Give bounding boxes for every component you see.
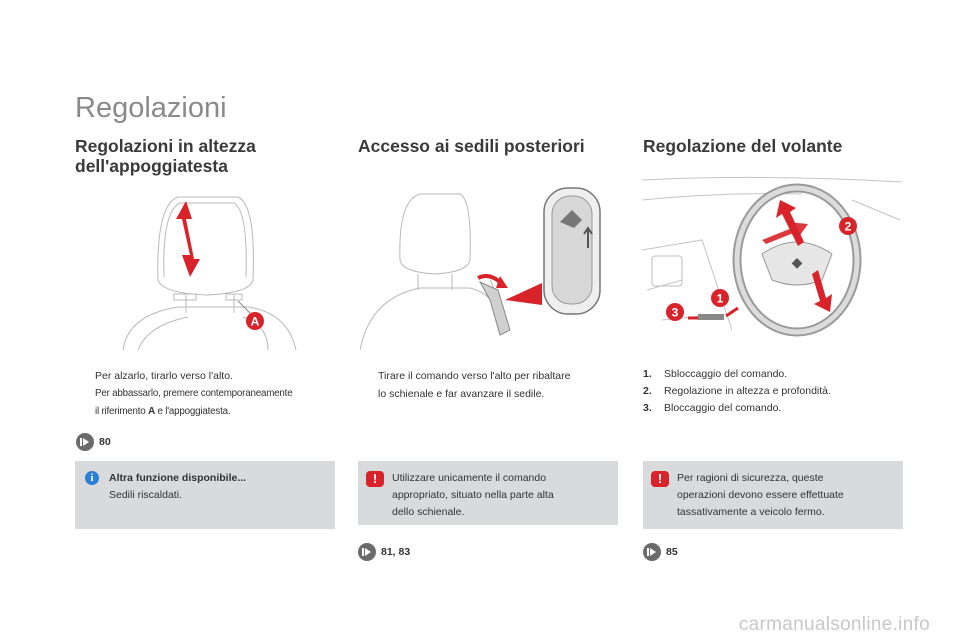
step-number: 3.	[643, 402, 652, 414]
page-ref-link[interactable]: 85	[643, 543, 678, 561]
step-text: Bloccaggio del comando.	[664, 402, 782, 414]
headrest-illustration: A	[122, 196, 297, 350]
page-ref-number: 81, 83	[381, 546, 411, 558]
page-ref-arrow-icon	[643, 543, 661, 561]
page-ref-number: 80	[99, 436, 111, 448]
bullet-text: Per abbassarlo, premere contemporaneamen…	[95, 385, 293, 421]
note-line: dello schienale.	[392, 506, 465, 518]
reference-a: A	[148, 406, 155, 417]
info-icon: i	[85, 471, 99, 485]
headrest-instructions: Per alzarlo, tirarlo verso l'alto. Per a…	[75, 367, 340, 421]
step-text: Sbloccaggio del comando.	[664, 368, 788, 380]
note-line: appropriato, situato nella parte alta	[392, 489, 554, 501]
warning-note: ! Utilizzare unicamente il comando appro…	[358, 461, 618, 525]
heading-line: dell'appoggiatesta	[75, 156, 228, 176]
label-1: 1	[717, 292, 724, 306]
page-ref-arrow-icon	[358, 543, 376, 561]
warning-icon: !	[651, 471, 669, 487]
list-item: Per abbassarlo, premere contemporaneamen…	[75, 385, 340, 421]
page-ref-link[interactable]: 81, 83	[358, 543, 410, 561]
page-ref-link[interactable]: 80	[76, 433, 111, 451]
list-item: 2. Regolazione in altezza e profondità.	[643, 383, 903, 400]
heading-line: Regolazioni in altezza	[75, 136, 256, 156]
watermark: carmanualsonline.info	[738, 614, 930, 635]
list-item: Per alzarlo, tirarlo verso l'alto.	[75, 367, 340, 385]
bullet-marker	[358, 367, 378, 403]
note-line: Utilizzare unicamente il comando	[392, 472, 547, 484]
bullet-text-part: Tirare il comando verso l'alto per ribal…	[378, 370, 571, 382]
note-line: operazioni devono essere effettuate	[677, 489, 844, 501]
info-note: i Altra funzione disponibile... Sedili r…	[75, 461, 335, 529]
section-heading-rear-seats: Accesso ai sedili posteriori	[358, 136, 585, 156]
section-heading-headrest: Regolazioni in altezza dell'appoggiatest…	[75, 136, 256, 176]
warning-note: ! Per ragioni di sicurezza, queste opera…	[643, 461, 903, 529]
up-down-arrow-icon	[176, 201, 200, 277]
steering-wheel-illustration: ◆ 2 1 3	[642, 176, 903, 337]
bullet-marker	[75, 385, 95, 421]
note-line: tassativamente a veicolo fermo.	[677, 506, 825, 518]
page-ref-arrow-icon	[76, 433, 94, 451]
label-a-marker	[246, 312, 264, 330]
section-heading-steering: Regolazione del volante	[643, 136, 843, 156]
bullet-text-part: Per abbassarlo, premere contemporaneamen…	[95, 388, 293, 399]
bullet-text: Per alzarlo, tirarlo verso l'alto.	[95, 370, 233, 382]
step-number: 2.	[643, 385, 652, 397]
label-a: A	[251, 315, 260, 329]
list-item: Tirare il comando verso l'alto per ribal…	[358, 367, 623, 403]
bullet-text-part: lo schienale e far avanzare il sedile.	[378, 388, 545, 400]
warning-icon: !	[366, 471, 384, 487]
steering-steps: 1. Sbloccaggio del comando. 2. Regolazione…	[643, 366, 903, 417]
note-body: Sedili riscaldati.	[109, 489, 182, 501]
note-line: Per ragioni di sicurezza, queste	[677, 472, 824, 484]
bullet-marker	[75, 367, 95, 385]
svg-text:◆: ◆	[792, 254, 803, 270]
bullet-text-part: il riferimento	[95, 406, 149, 417]
step-number: 1.	[643, 368, 652, 380]
label-2: 2	[845, 220, 852, 234]
list-item: 1. Sbloccaggio del comando.	[643, 366, 903, 383]
page-title: Regolazioni	[75, 92, 227, 124]
seat-release-illustration	[360, 187, 601, 350]
list-item: 3. Bloccaggio del comando.	[643, 400, 903, 417]
step-text: Regolazione in altezza e profondità.	[664, 385, 831, 397]
bullet-text: Tirare il comando verso l'alto per ribal…	[378, 367, 570, 403]
note-title: Altra funzione disponibile...	[109, 472, 247, 484]
label-3: 3	[672, 306, 679, 320]
page-ref-number: 85	[666, 546, 678, 558]
bullet-text-part: e l'appoggiatesta.	[154, 406, 231, 417]
rear-access-instructions: Tirare il comando verso l'alto per ribal…	[358, 367, 623, 403]
